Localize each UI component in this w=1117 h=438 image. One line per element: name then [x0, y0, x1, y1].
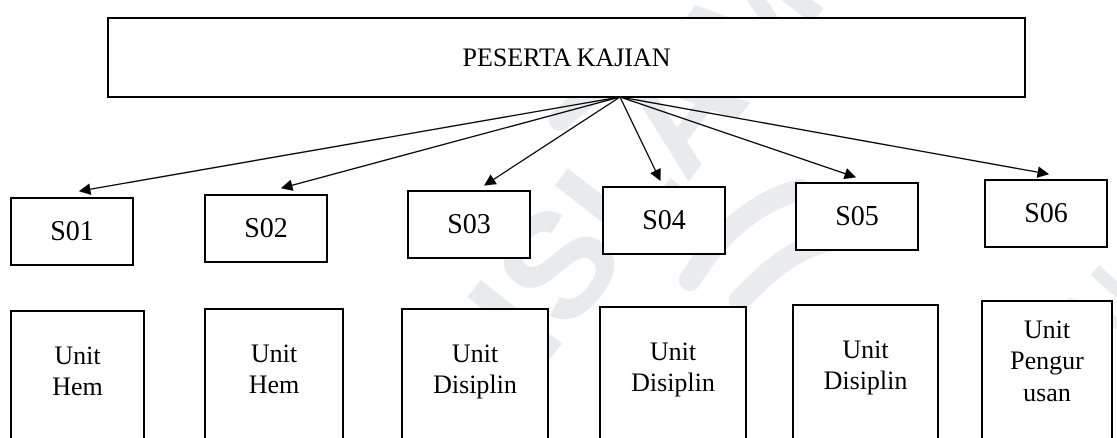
connector-arrow-3	[484, 96, 621, 186]
unit-label: Unit Hem	[52, 340, 103, 401]
unit-label: Unit Disiplin	[823, 334, 908, 395]
unit-label: Unit Disiplin	[433, 338, 517, 399]
connector-arrow-1	[78, 96, 621, 195]
participant-code: S02	[244, 212, 288, 244]
unit-node-s06: Unit Pengur usan	[981, 300, 1113, 438]
participant-code: S05	[835, 200, 879, 232]
unit-node-s02: Unit Hem	[204, 308, 344, 438]
participant-code: S01	[50, 215, 94, 247]
connector-arrow-4	[619, 96, 661, 182]
connector-arrow-2	[280, 96, 621, 191]
unit-node-s01: Unit Hem	[10, 310, 145, 438]
participant-node-s03: S03	[407, 190, 531, 259]
unit-label: Unit Hem	[248, 338, 300, 399]
root-node: PESERTA KAJIAN	[107, 17, 1026, 98]
participant-node-s04: S04	[602, 186, 726, 255]
unit-node-s04: Unit Disiplin	[599, 306, 747, 438]
participant-node-s05: S05	[795, 182, 919, 251]
unit-node-s03: Unit Disiplin	[401, 308, 549, 438]
unit-node-s05: Unit Disiplin	[792, 304, 939, 438]
participant-node-s02: S02	[204, 194, 328, 263]
connector-arrow-5	[619, 96, 857, 180]
root-label: PESERTA KAJIAN	[462, 42, 671, 72]
participant-node-s06: S06	[984, 179, 1108, 248]
unit-label: Unit Pengur usan	[1010, 315, 1084, 407]
participant-code: S03	[447, 208, 491, 240]
participant-node-s01: S01	[10, 197, 134, 266]
unit-label: Unit Disiplin	[631, 336, 715, 397]
participant-code: S06	[1024, 197, 1068, 229]
participant-code: S04	[642, 204, 686, 236]
connector-arrow-6	[619, 96, 1050, 178]
